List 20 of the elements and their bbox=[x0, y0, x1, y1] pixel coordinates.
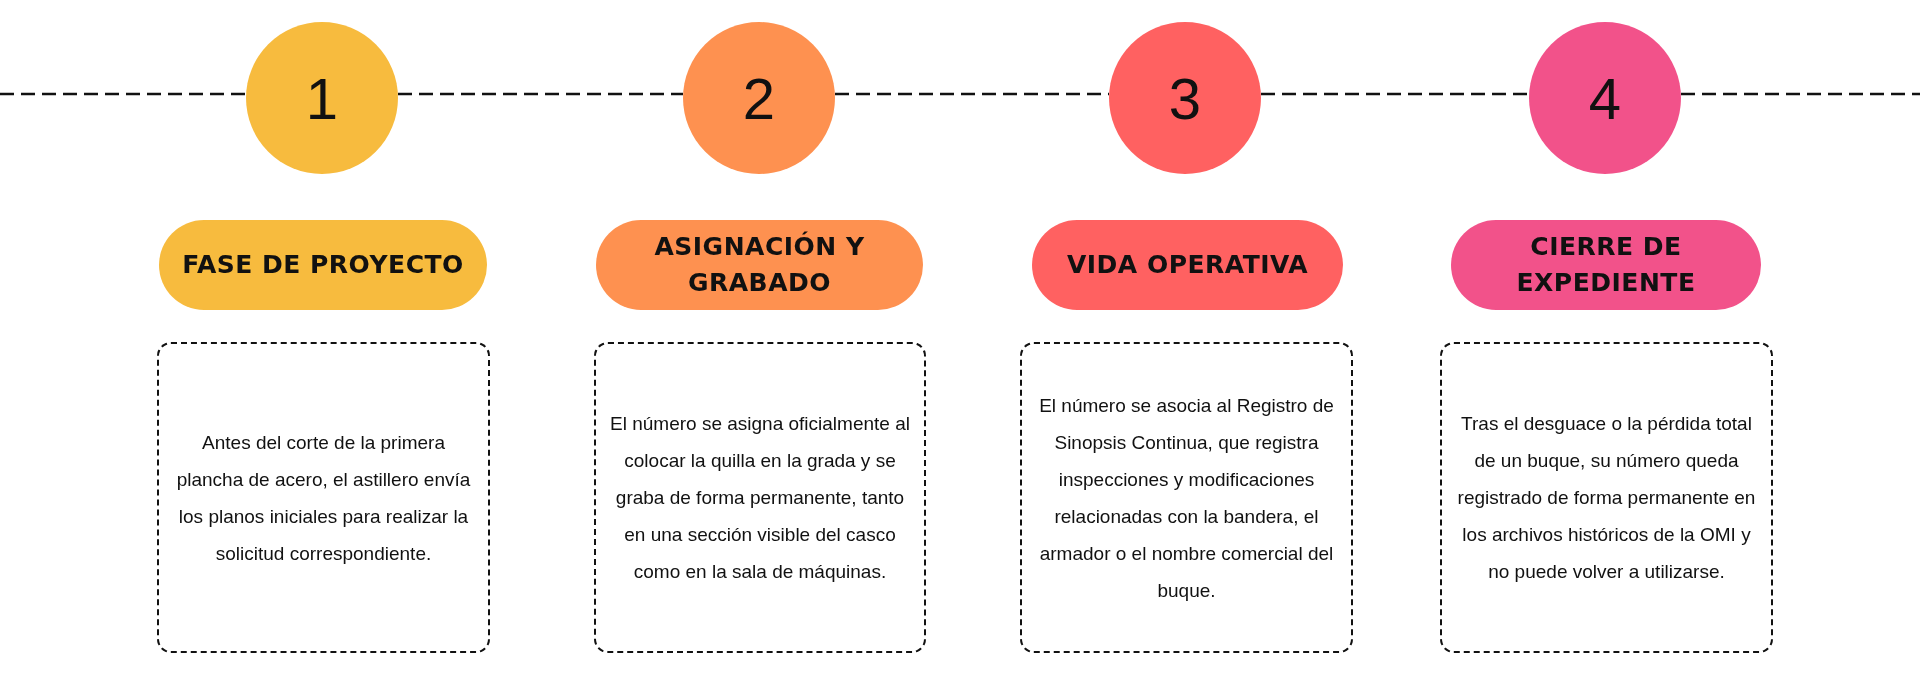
dashed-connector bbox=[1681, 92, 1920, 96]
step-number: 1 bbox=[305, 64, 339, 132]
phase-title: CIERRE DE EXPEDIENTE bbox=[1515, 231, 1697, 299]
description-card bbox=[1020, 342, 1353, 653]
description-card bbox=[594, 342, 926, 653]
description-text: Antes del corte de la primera plancha de acero, el astillero envía los planos iniciales para realizar la solicitud correspondiente. bbox=[175, 430, 472, 566]
step-number: 3 bbox=[1168, 64, 1202, 132]
description-card bbox=[1440, 342, 1773, 653]
dashed-connector bbox=[398, 92, 683, 96]
phase-title: FASE DE PROYECTO bbox=[182, 249, 464, 281]
phase-title: VIDA OPERATIVA bbox=[1066, 249, 1309, 281]
step-number: 2 bbox=[742, 64, 776, 132]
description-card bbox=[157, 342, 490, 653]
description-text: Tras el desguace o la pérdida total de un buque, su número queda registrado de forma permanente en los archivos históricos de la OMI y no puede volver a utilizarse. bbox=[1456, 412, 1757, 584]
phase-title: ASIGNACIÓN Y GRABADO bbox=[653, 230, 866, 299]
step-number: 4 bbox=[1588, 64, 1622, 132]
dashed-connector bbox=[0, 92, 246, 96]
dashed-connector bbox=[1261, 92, 1529, 96]
description-text: El número se asigna oficialmente al colocar la quilla en la grada y se graba de forma permanente, tanto en una sección visible del casco como en la sala de máquinas. bbox=[610, 412, 910, 584]
description-text: El número se asocia al Registro de Sinopsis Continua, que registra inspecciones y modificaciones relacionadas con la bandera, el armador o el nombre comercial del buque. bbox=[1038, 393, 1335, 603]
